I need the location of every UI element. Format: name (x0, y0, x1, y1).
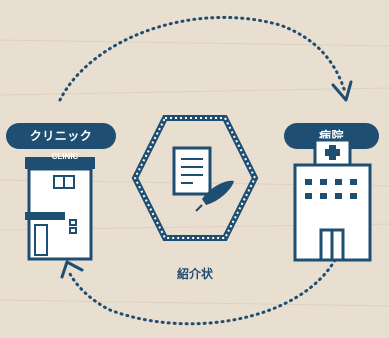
clinic-sign-text: CLINIC (51, 152, 79, 161)
arrow-bottom-icon (60, 258, 337, 326)
referral-document-icon (131, 115, 259, 241)
referral-label: 紹介状 (176, 267, 213, 281)
arrow-top-icon (58, 16, 353, 102)
clinic-building-icon (25, 157, 95, 261)
clinic-label: クリニック (6, 123, 116, 149)
hospital-building-icon (293, 138, 372, 262)
